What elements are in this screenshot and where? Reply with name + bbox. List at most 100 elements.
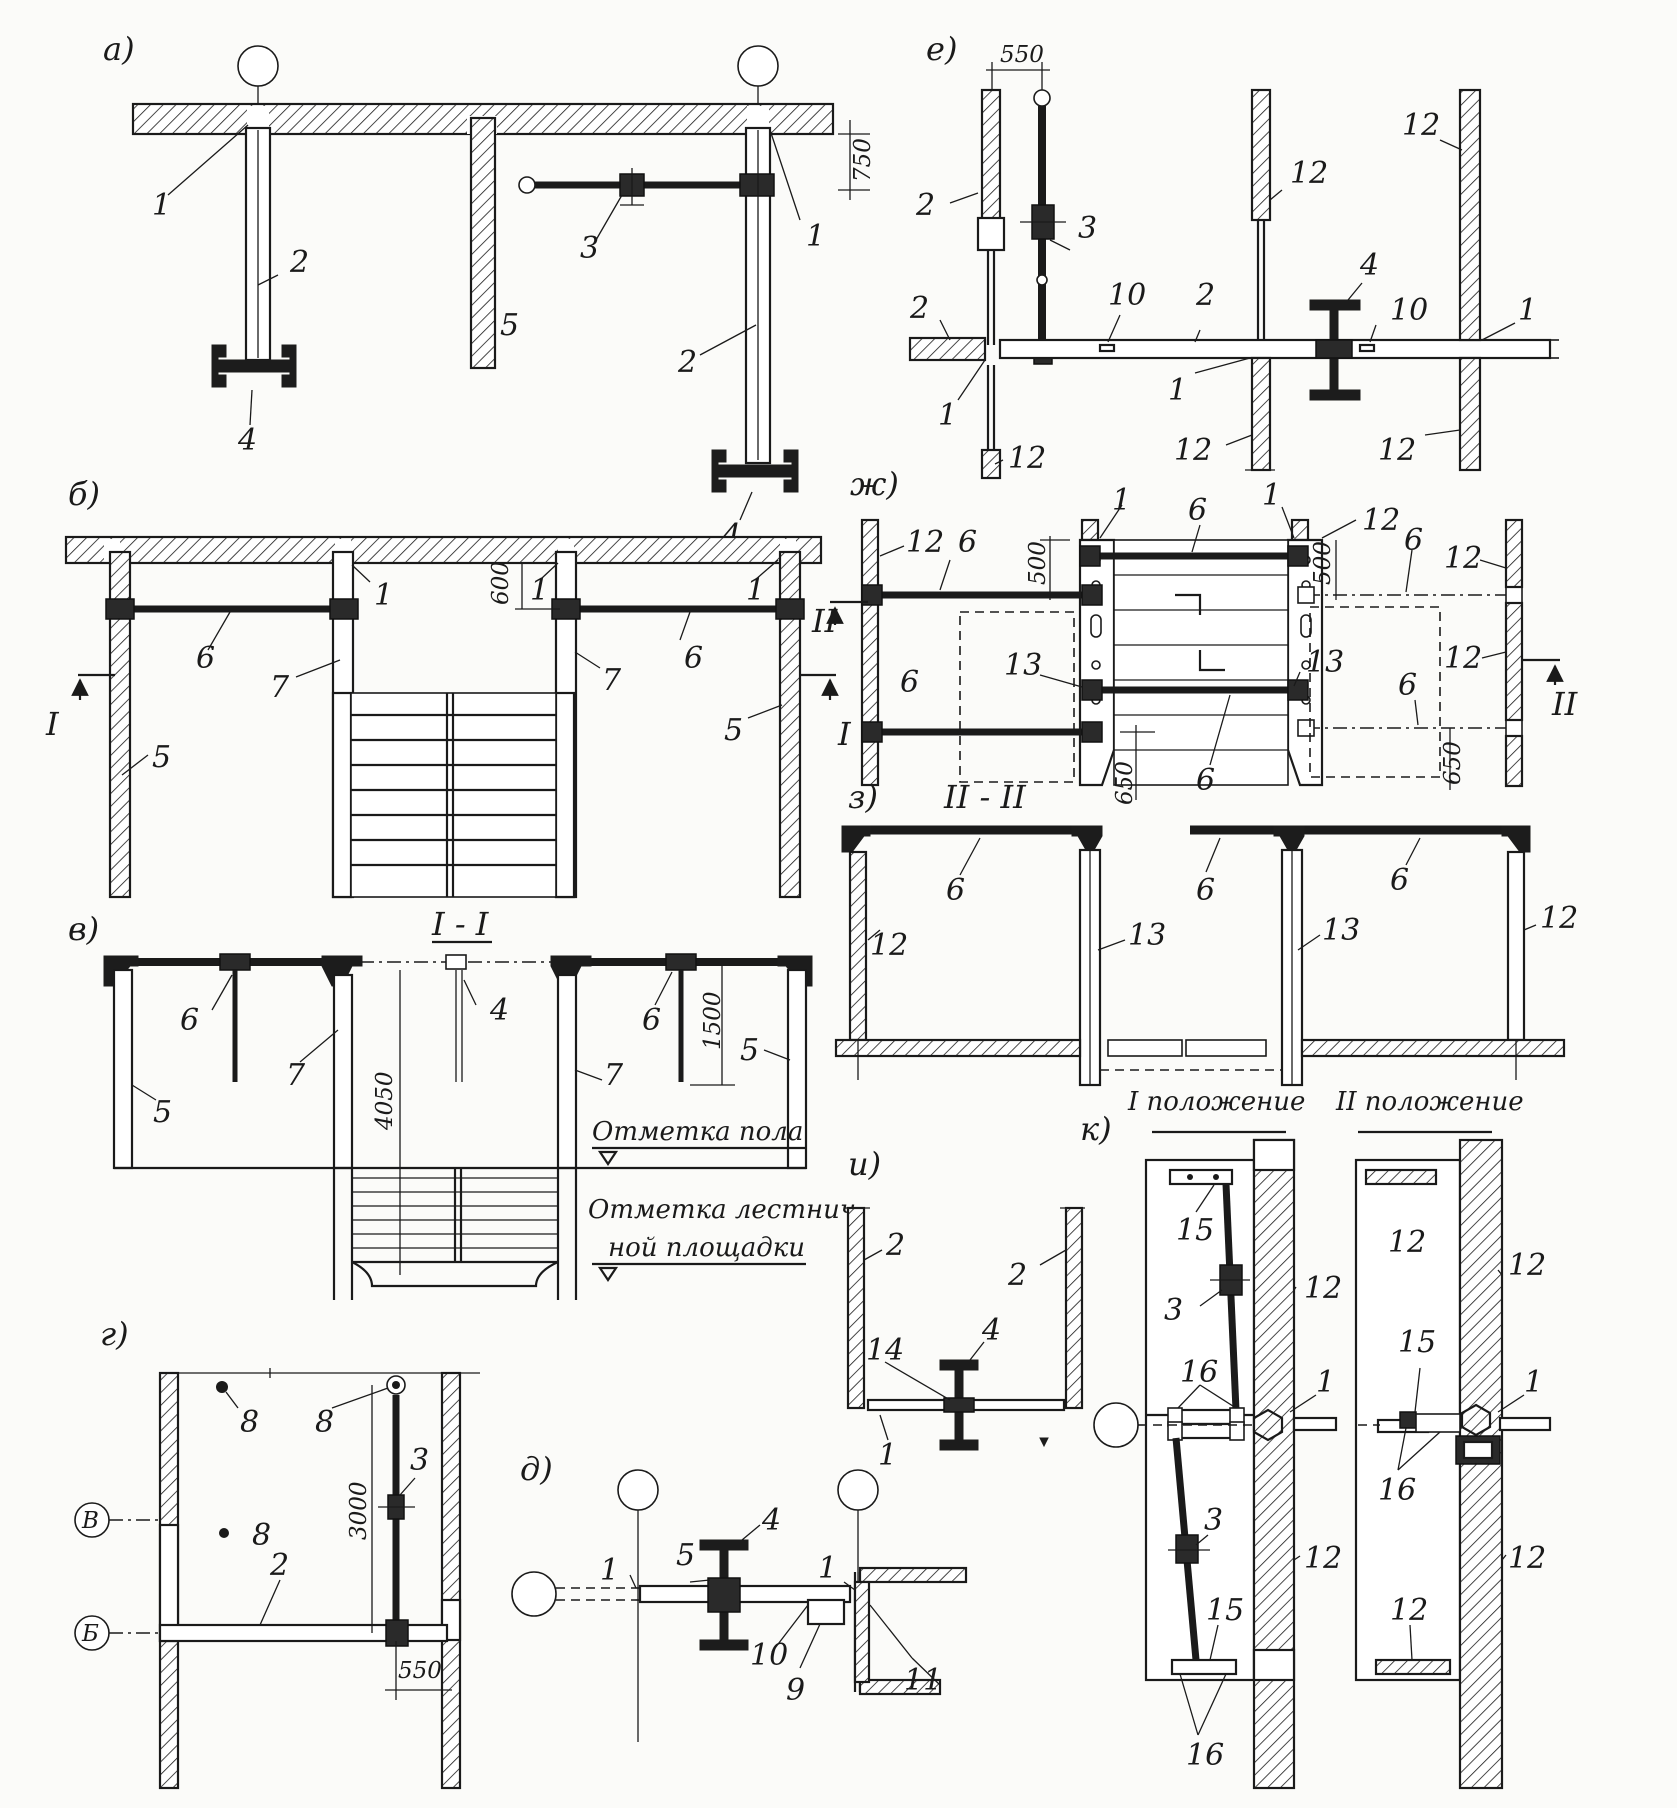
callout-12: 12 [1508,1541,1546,1576]
crane-post-circle [737,45,779,87]
dim-4050: 4050 [372,1071,398,1131]
callout-6: 6 [180,1003,199,1038]
callout-5: 5 [740,1033,759,1068]
callout-8: 8 [252,1518,271,1553]
callout-7: 7 [270,670,290,705]
dim-650-left: 650 [1112,761,1138,805]
callout-1: 1 [1112,483,1131,518]
callout-6: 6 [1196,873,1215,908]
callout-12: 12 [1174,433,1212,468]
panel-k: к) I положение II положение [1080,1087,1552,1790]
callout-6: 6 [1188,493,1207,528]
callout-13: 13 [1128,918,1166,953]
callout-5: 5 [500,308,519,343]
callout-3: 3 [580,231,599,266]
callout-15: 15 [1206,1593,1244,1628]
note-floor-level: Отметка пола [592,1117,803,1147]
callout-1: 1 [600,1553,619,1588]
dim-550-bottom: 550 [398,1658,442,1684]
callout-7: 7 [602,663,622,698]
callout-4: 4 [1359,248,1379,283]
panel-v: в) I - I 1500 4050 [68,905,865,1300]
callout-16: 16 [1180,1355,1218,1390]
dim-1500: 1500 [700,991,726,1050]
dim-500-right: 500 [1310,541,1336,585]
callout-1: 1 [938,398,957,433]
callout-12: 12 [1290,156,1328,191]
note-stair-line1: Отметка лестнич- [588,1195,865,1225]
callout-6: 6 [684,641,703,676]
dim-550-top: 550 [1000,42,1044,68]
callout-6: 6 [946,873,965,908]
callout-1: 1 [818,1551,837,1586]
callout-12: 12 [1508,1248,1546,1283]
wall-5 [469,116,497,370]
section-mark-I-left: I [45,705,60,743]
callout-10: 10 [750,1638,788,1673]
callout-1: 1 [1518,293,1537,328]
callout-7: 7 [286,1058,306,1093]
callout-13: 13 [1322,913,1360,948]
section-mark-II-right: II [1551,685,1579,723]
panel-label-d: д) [520,1450,553,1488]
wall-5-right [778,550,802,899]
callout-2: 2 [289,245,309,280]
trolley-4-left [211,344,297,388]
dim-600: 600 [488,561,514,605]
callout-1: 1 [374,578,393,613]
axis-V: В [81,1508,99,1534]
callout-6: 6 [1390,863,1409,898]
callout-6: 6 [196,641,215,676]
panel-label-z: з) [848,778,878,816]
callout-12: 12 [1388,1225,1426,1260]
panel-e: е) 550 [908,30,1560,480]
panel-i: и) 2 2 14 4 1 [845,1145,1085,1473]
callout-5: 5 [724,713,743,748]
callout-1: 1 [1168,373,1187,408]
callout-2: 2 [885,1228,905,1263]
callout-9: 9 [786,1673,805,1708]
wall-top-b [64,535,823,565]
callout-5: 5 [153,1095,172,1130]
wall-5-v-left [112,968,134,1170]
trolley-4-right [711,449,799,493]
callout-11: 11 [904,1663,942,1698]
panel-zh: ж) [811,465,1579,816]
callout-15: 15 [1176,1213,1214,1248]
callout-3: 3 [1078,211,1097,246]
callout-1: 1 [1524,1365,1543,1400]
callout-12: 12 [1008,441,1046,476]
note-stair-line2: ной площадки [608,1233,805,1263]
callout-4: 4 [489,993,509,1028]
section-mark-I-right: I [837,715,852,753]
callout-5: 5 [676,1538,695,1573]
callout-1: 1 [1316,1365,1335,1400]
panel-label-k: к) [1080,1110,1112,1148]
panel-b: б) 600 [45,475,839,899]
panel-label-zh: ж) [850,465,899,503]
callout-4: 4 [761,1503,781,1538]
callout-6: 6 [1196,763,1215,798]
callout-4: 4 [981,1313,1001,1348]
panel-label-g: г) [100,1315,129,1353]
callout-1: 1 [746,573,765,608]
callout-12: 12 [1444,541,1482,576]
callout-16: 16 [1378,1473,1416,1508]
panel-a: а) 750 1 [103,30,876,553]
callout-12: 12 [1444,641,1482,676]
panel-label-a: а) [103,30,135,68]
callout-12: 12 [906,525,944,560]
section-mark-II-left: II [811,602,839,640]
panel-g: г) 3000 550 В Б 8 [74,1315,480,1790]
dim-500-left: 500 [1025,541,1051,585]
callout-2: 2 [1195,278,1215,313]
callout-1: 1 [152,188,171,223]
callout-10: 10 [1108,278,1146,313]
panel-d: д) 1 5 4 1 10 9 11 [511,1450,968,1742]
callout-12: 12 [1390,1593,1428,1628]
section-II-II: II - II [943,778,1027,816]
callout-1: 1 [1262,478,1281,513]
panel-label-e: е) [926,30,957,68]
wall-right-g [440,1371,462,1790]
